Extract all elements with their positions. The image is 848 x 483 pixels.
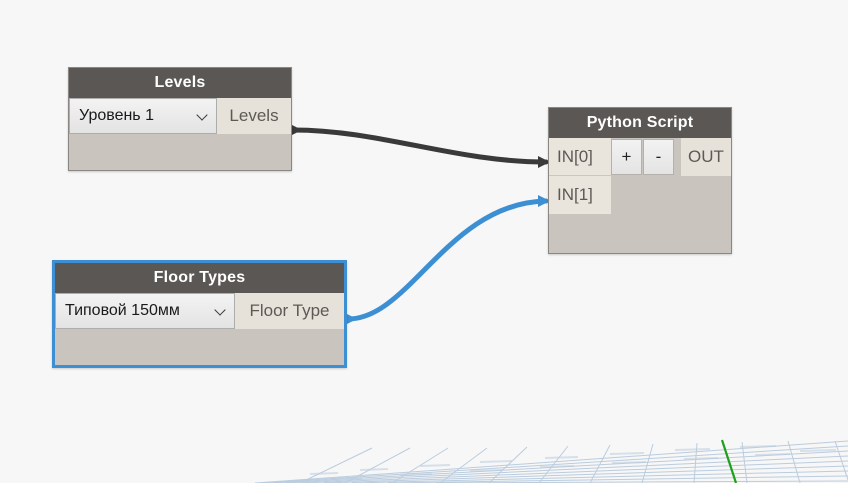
levels-dropdown-value: Уровень 1 <box>79 107 154 124</box>
node-python-script-title: Python Script <box>549 108 731 138</box>
levels-output-port-label: Levels <box>229 106 279 125</box>
axis-green-line <box>720 439 738 483</box>
floor-types-dropdown[interactable]: Типовой 150мм <box>55 293 235 329</box>
chevron-down-icon <box>196 109 210 123</box>
remove-input-button[interactable]: - <box>643 139 674 175</box>
python-script-input-1-label: IN[1] <box>557 185 593 204</box>
node-levels-row: Уровень 1 Levels <box>69 98 291 134</box>
floor-types-output-port[interactable]: Floor Type <box>235 293 344 329</box>
node-python-script[interactable]: Python Script IN[0] + - OUT IN[1] <box>548 107 732 254</box>
remove-input-button-label: - <box>655 147 662 166</box>
node-floor-types[interactable]: Floor Types Типовой 150мм Floor Type <box>52 260 347 368</box>
add-input-button[interactable]: + <box>611 139 642 175</box>
node-floor-types-body: Типовой 150мм Floor Type <box>55 293 344 365</box>
node-levels-title: Levels <box>69 68 291 98</box>
node-levels-footer <box>69 134 291 170</box>
python-script-input-1[interactable]: IN[1] <box>549 176 611 214</box>
node-levels[interactable]: Levels Уровень 1 Levels <box>68 67 292 171</box>
preview-3d-grid <box>254 439 848 483</box>
node-floor-types-title: Floor Types <box>55 263 344 293</box>
levels-output-port[interactable]: Levels <box>217 98 291 134</box>
python-script-output-port[interactable]: OUT <box>681 138 731 176</box>
node-floor-types-row: Типовой 150мм Floor Type <box>55 293 344 329</box>
python-script-input-0-label: IN[0] <box>557 146 593 166</box>
python-script-output-port-label: OUT <box>688 147 724 166</box>
node-python-script-footer <box>549 214 731 253</box>
wire-floortype-to-in1 <box>345 198 549 322</box>
node-python-script-body: IN[0] + - OUT IN[1] <box>549 138 731 253</box>
add-input-button-label: + <box>621 147 632 166</box>
wire-levels-to-in0 <box>290 127 549 165</box>
chevron-down-icon <box>214 304 228 318</box>
python-script-spacer <box>611 176 731 214</box>
levels-dropdown[interactable]: Уровень 1 <box>69 98 217 134</box>
python-script-input-0[interactable]: IN[0] <box>549 138 611 176</box>
floor-types-output-port-label: Floor Type <box>249 301 330 320</box>
python-script-row-top: IN[0] + - OUT <box>549 138 731 176</box>
node-floor-types-footer <box>55 329 344 365</box>
python-script-row-second: IN[1] <box>549 176 731 214</box>
node-levels-body: Уровень 1 Levels <box>69 98 291 170</box>
floor-types-dropdown-value: Типовой 150мм <box>65 302 180 319</box>
